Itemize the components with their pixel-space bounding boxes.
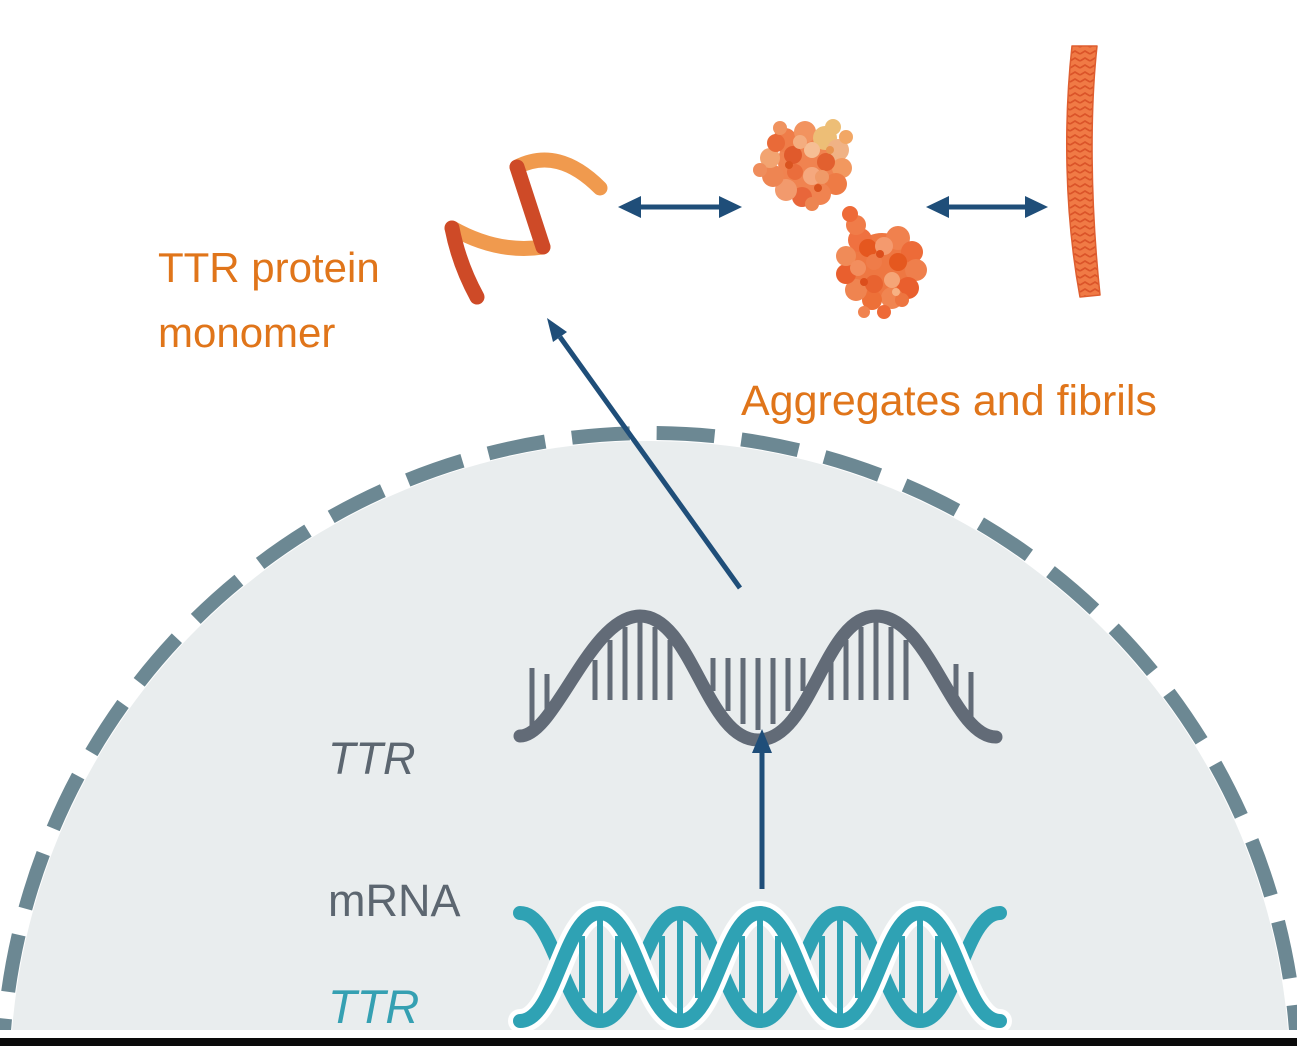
double-headed-arrow-icon <box>618 196 742 218</box>
fibril-rod-icon <box>1066 45 1101 298</box>
ttr-gene-label: TTR gene <box>328 886 548 1048</box>
up-arrow-icon <box>752 729 772 889</box>
double-headed-arrow-icon <box>926 196 1048 218</box>
ttr-protein-monomer-text: TTR protein monomer <box>158 244 380 357</box>
cell-dashed-boundary <box>0 426 1297 1048</box>
cell-fill <box>11 441 1289 1048</box>
dna-double-helix-icon <box>508 900 1012 1034</box>
bottom-black-rule <box>0 1038 1297 1046</box>
up-diagonal-arrow-icon <box>547 318 743 590</box>
aggregate-blob-icon <box>836 206 927 319</box>
mrna-word: mRNA <box>328 875 461 927</box>
mrna-gene-symbol: TTR <box>328 733 416 785</box>
ttr-mrna-label: TTR mRNA <box>328 652 548 936</box>
protein-ribbon-icon <box>444 152 608 305</box>
aggregates-and-fibrils-label: Aggregates and fibrils <box>741 328 1261 426</box>
gene-symbol: TTR <box>328 979 420 1033</box>
aggregates-and-fibrils-text: Aggregates and fibrils <box>741 377 1157 425</box>
aggregate-blob-icon <box>753 119 853 211</box>
ttr-protein-monomer-label: TTR protein monomer <box>158 170 458 365</box>
